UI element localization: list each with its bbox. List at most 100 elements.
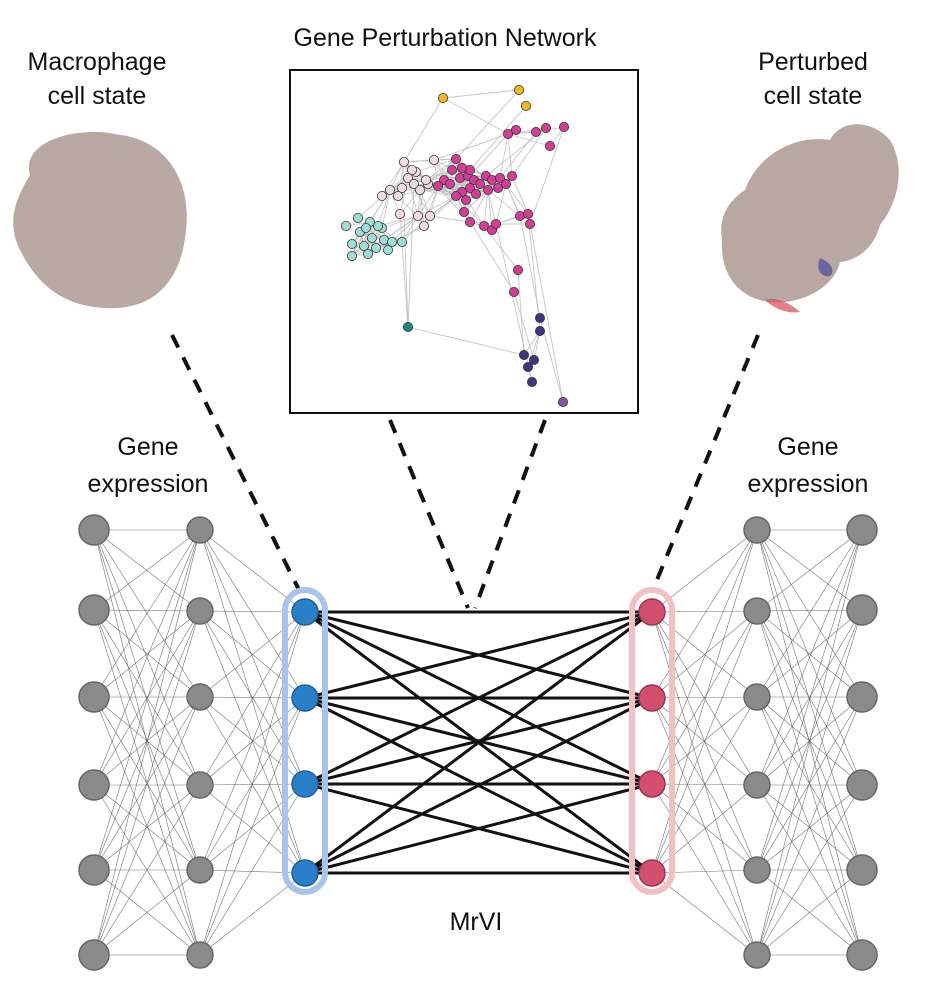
input-node <box>78 594 110 626</box>
network-edge <box>399 189 421 215</box>
network-edge <box>487 189 521 217</box>
network-node <box>502 128 513 139</box>
network-node <box>535 325 546 336</box>
network-edge <box>351 225 379 257</box>
hidden-node <box>743 856 771 884</box>
decoder-latent-node <box>638 598 666 626</box>
network-edge <box>499 133 509 179</box>
network-edge <box>389 183 429 191</box>
hidden-node <box>186 516 214 544</box>
encoder-edge <box>93 609 201 612</box>
network-node <box>482 184 493 195</box>
encoder-edge <box>93 869 201 956</box>
output-node <box>846 769 878 801</box>
network-node <box>412 210 423 221</box>
model-label: MrVI <box>450 908 503 936</box>
network-edge <box>403 97 444 163</box>
network-node <box>418 220 429 231</box>
output-node <box>846 594 878 626</box>
network-edge <box>507 133 513 177</box>
dashed-connector-right <box>650 334 760 593</box>
output-node <box>846 854 878 886</box>
encoder-edge <box>93 610 201 871</box>
encoder-edge <box>93 529 201 956</box>
right-output-line2: expression <box>748 470 869 498</box>
network-node <box>559 122 570 133</box>
network-edge <box>433 133 509 161</box>
network-node <box>346 238 357 249</box>
network-edge <box>469 221 515 293</box>
left-input-line2: expression <box>88 470 209 498</box>
encoder-edge <box>199 610 306 613</box>
network-node <box>541 123 552 134</box>
latent-edge <box>304 696 653 875</box>
decoder-edge <box>651 697 758 956</box>
encoder-latent-halo <box>282 587 328 895</box>
decoder-edge <box>651 696 758 785</box>
latent-edge <box>304 610 653 875</box>
decoder-edge <box>756 784 863 956</box>
decoder-edge <box>756 609 863 786</box>
dashed-connector-left <box>170 334 302 593</box>
network-edge <box>407 326 525 356</box>
latent-edge <box>304 610 653 700</box>
output-node <box>846 939 878 971</box>
decoder-latent-halo <box>629 587 675 895</box>
decoder-edge <box>651 783 758 871</box>
network-node <box>414 184 425 195</box>
decoder-edge <box>756 610 863 698</box>
decoder-edge <box>756 609 863 871</box>
encoder-edge <box>199 529 306 699</box>
decoder-edge <box>756 529 863 871</box>
network-edge <box>407 183 415 328</box>
hidden-node <box>186 683 214 711</box>
decoder-latent-node <box>638 684 666 712</box>
network-edge <box>469 133 509 177</box>
encoder-latent-node <box>291 684 319 712</box>
network-edge <box>391 225 425 243</box>
network-edge <box>511 175 529 215</box>
network-node <box>437 93 448 104</box>
encoder-edge <box>199 529 306 874</box>
network-node <box>460 194 471 205</box>
network-edge <box>437 185 471 189</box>
decoder-edge <box>756 529 863 956</box>
network-node <box>428 154 439 165</box>
network-node <box>340 220 351 231</box>
network-edge <box>399 177 409 215</box>
macrophage-embedding-icon <box>13 131 187 309</box>
network-edge <box>381 215 419 229</box>
gene-perturbation-network: Gene Perturbation Network <box>289 24 639 414</box>
encoder-edge <box>199 611 306 786</box>
hidden-node <box>186 856 214 884</box>
network-edge <box>429 215 471 223</box>
network-edge <box>433 159 463 193</box>
encoder-edge <box>93 610 201 698</box>
network-edge <box>527 213 541 332</box>
network-node <box>500 178 511 189</box>
network-node <box>478 220 489 231</box>
output-node <box>846 681 878 713</box>
network-node <box>366 232 377 243</box>
hidden-node <box>743 516 771 544</box>
encoder-edge <box>93 529 201 871</box>
perturbed-cell-state: Perturbed cell state <box>721 48 899 313</box>
network-edge <box>499 131 537 179</box>
network-node <box>506 170 517 181</box>
network-node <box>474 178 485 189</box>
encoder-edge <box>93 610 201 786</box>
decoder-edge <box>756 529 863 611</box>
macrophage-cell-state: Macrophage cell state <box>13 48 187 309</box>
network-edge <box>381 189 391 229</box>
network-edge <box>529 223 564 403</box>
network-node <box>458 206 469 217</box>
network-edge <box>463 189 489 213</box>
network-edge <box>401 215 431 243</box>
decoder-edge <box>756 529 863 698</box>
decoder-edge <box>651 869 758 874</box>
encoder-edge <box>93 529 201 698</box>
network-node <box>408 178 419 189</box>
hidden-node <box>186 941 214 969</box>
network-edge <box>377 189 391 227</box>
network-edge <box>389 161 405 191</box>
